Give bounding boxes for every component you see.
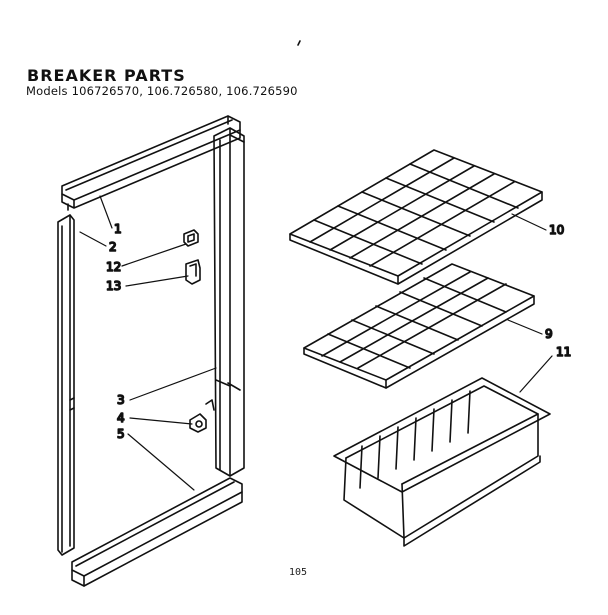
callout-13: 13 xyxy=(106,279,121,293)
callout-3: 3 xyxy=(117,393,125,407)
leader-11 xyxy=(519,355,553,393)
part-bottom-breaker-strip xyxy=(71,477,243,587)
part-lower-shelf xyxy=(303,263,535,389)
part-clip xyxy=(183,229,199,247)
leader-10 xyxy=(511,213,547,231)
part-crisper-pan xyxy=(333,377,551,547)
leader-13 xyxy=(125,275,189,287)
callout-4: 4 xyxy=(117,411,125,425)
callout-2: 2 xyxy=(109,240,117,254)
callout-9: 9 xyxy=(545,327,553,341)
callout-12: 12 xyxy=(106,260,121,274)
part-upper-shelf xyxy=(289,149,543,285)
part-fastener xyxy=(189,399,215,433)
models-line: Models 106726570, 106.726580, 106.726590 xyxy=(26,84,298,98)
diagram-title: BREAKER PARTS xyxy=(27,66,186,85)
part-bracket xyxy=(185,259,201,285)
callout-5: 5 xyxy=(117,427,125,441)
callout-1: 1 xyxy=(114,222,122,236)
leader-2 xyxy=(79,231,107,247)
leader-9 xyxy=(507,319,543,335)
leader-3 xyxy=(129,367,217,401)
leader-5 xyxy=(127,433,195,491)
leader-lines xyxy=(79,195,553,491)
leader-4 xyxy=(129,417,193,425)
stray-mark xyxy=(297,40,301,46)
callout-10: 10 xyxy=(549,223,564,237)
callout-11: 11 xyxy=(556,345,571,359)
part-top-breaker-strip xyxy=(61,115,241,211)
part-left-breaker-strip xyxy=(57,214,75,556)
page-number: 105 xyxy=(289,567,308,578)
leader-1 xyxy=(99,195,113,229)
part-right-breaker-strip xyxy=(213,127,245,477)
leader-12 xyxy=(121,243,187,267)
